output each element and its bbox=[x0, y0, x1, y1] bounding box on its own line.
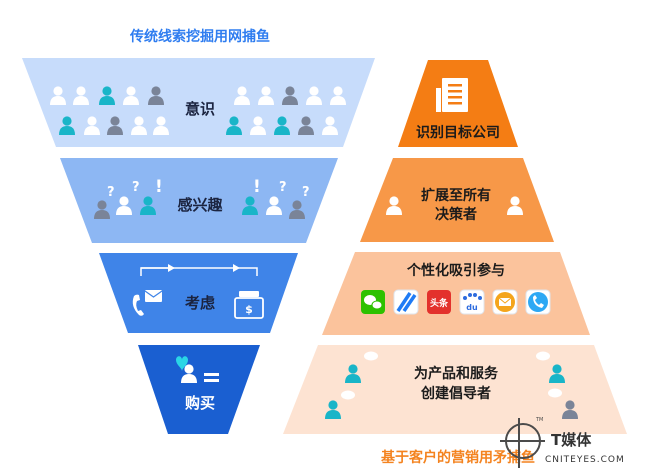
watermark-logo: TM T媒体 CNITEYES.COM bbox=[500, 417, 625, 468]
question-mark: ? bbox=[302, 185, 310, 200]
phone-mail-icon bbox=[132, 290, 163, 316]
baidu-icon: du bbox=[459, 289, 485, 315]
stage-label-consideration: 考虑 bbox=[185, 294, 215, 312]
cash-box-icon: $ bbox=[234, 291, 264, 319]
currency-mark: $ bbox=[245, 303, 253, 316]
toutiao-icon: 头条 bbox=[427, 290, 451, 314]
question-mark: ? bbox=[107, 185, 115, 200]
stage-label-advocates-line2: 创建倡导者 bbox=[420, 385, 491, 402]
funnel-stage-consideration bbox=[99, 253, 298, 333]
funnel-stage-awareness bbox=[22, 58, 375, 147]
wechat-icon bbox=[361, 290, 385, 314]
exclaim-mark: ! bbox=[253, 177, 261, 197]
question-mark: ? bbox=[279, 180, 287, 195]
watermark-sub: CNITEYES.COM bbox=[545, 455, 625, 465]
stage-label-awareness: 意识 bbox=[185, 100, 215, 118]
funnel-stage-purchase bbox=[138, 345, 260, 434]
stage-label-target: 识别目标公司 bbox=[416, 124, 500, 141]
pyramid-level-advocates bbox=[283, 345, 627, 434]
left-funnel-title: 传统线索挖掘用网捕鱼 bbox=[129, 28, 270, 45]
phone-icon bbox=[525, 289, 551, 315]
question-mark: ? bbox=[132, 180, 140, 195]
building-icon bbox=[436, 78, 468, 112]
exclaim-mark: ! bbox=[155, 177, 163, 197]
email-icon bbox=[492, 289, 518, 315]
stage-label-decision-line2: 决策者 bbox=[435, 206, 477, 223]
watermark-brand: T媒体 bbox=[551, 431, 592, 449]
purchase-icon bbox=[176, 356, 219, 383]
interest-marks: ? ? ! ! ? ? bbox=[107, 177, 310, 200]
right-pyramid-title: 基于客户的营销用矛捕鱼 bbox=[381, 449, 535, 466]
stage-label-engagement: 个性化吸引参与 bbox=[406, 262, 505, 279]
pyramid-level-engagement bbox=[322, 252, 590, 335]
stage-label-advocates-line1: 为产品和服务 bbox=[414, 365, 499, 382]
watermark-tm: TM bbox=[535, 417, 543, 423]
consideration-arrow bbox=[140, 264, 258, 276]
zhihu-stripes-icon bbox=[393, 289, 419, 315]
advocate-people bbox=[325, 351, 578, 419]
pyramid-level-decision-makers bbox=[360, 158, 554, 242]
baidu-text: du bbox=[466, 303, 478, 312]
toutiao-text: 头条 bbox=[430, 297, 449, 309]
stage-label-purchase: 购买 bbox=[185, 394, 215, 412]
funnel-stage-interest bbox=[60, 158, 338, 243]
channel-icons: 头条 du bbox=[361, 289, 551, 315]
stage-label-decision-line1: 扩展至所有 bbox=[421, 187, 491, 204]
stage-label-interest: 感兴趣 bbox=[177, 196, 223, 214]
